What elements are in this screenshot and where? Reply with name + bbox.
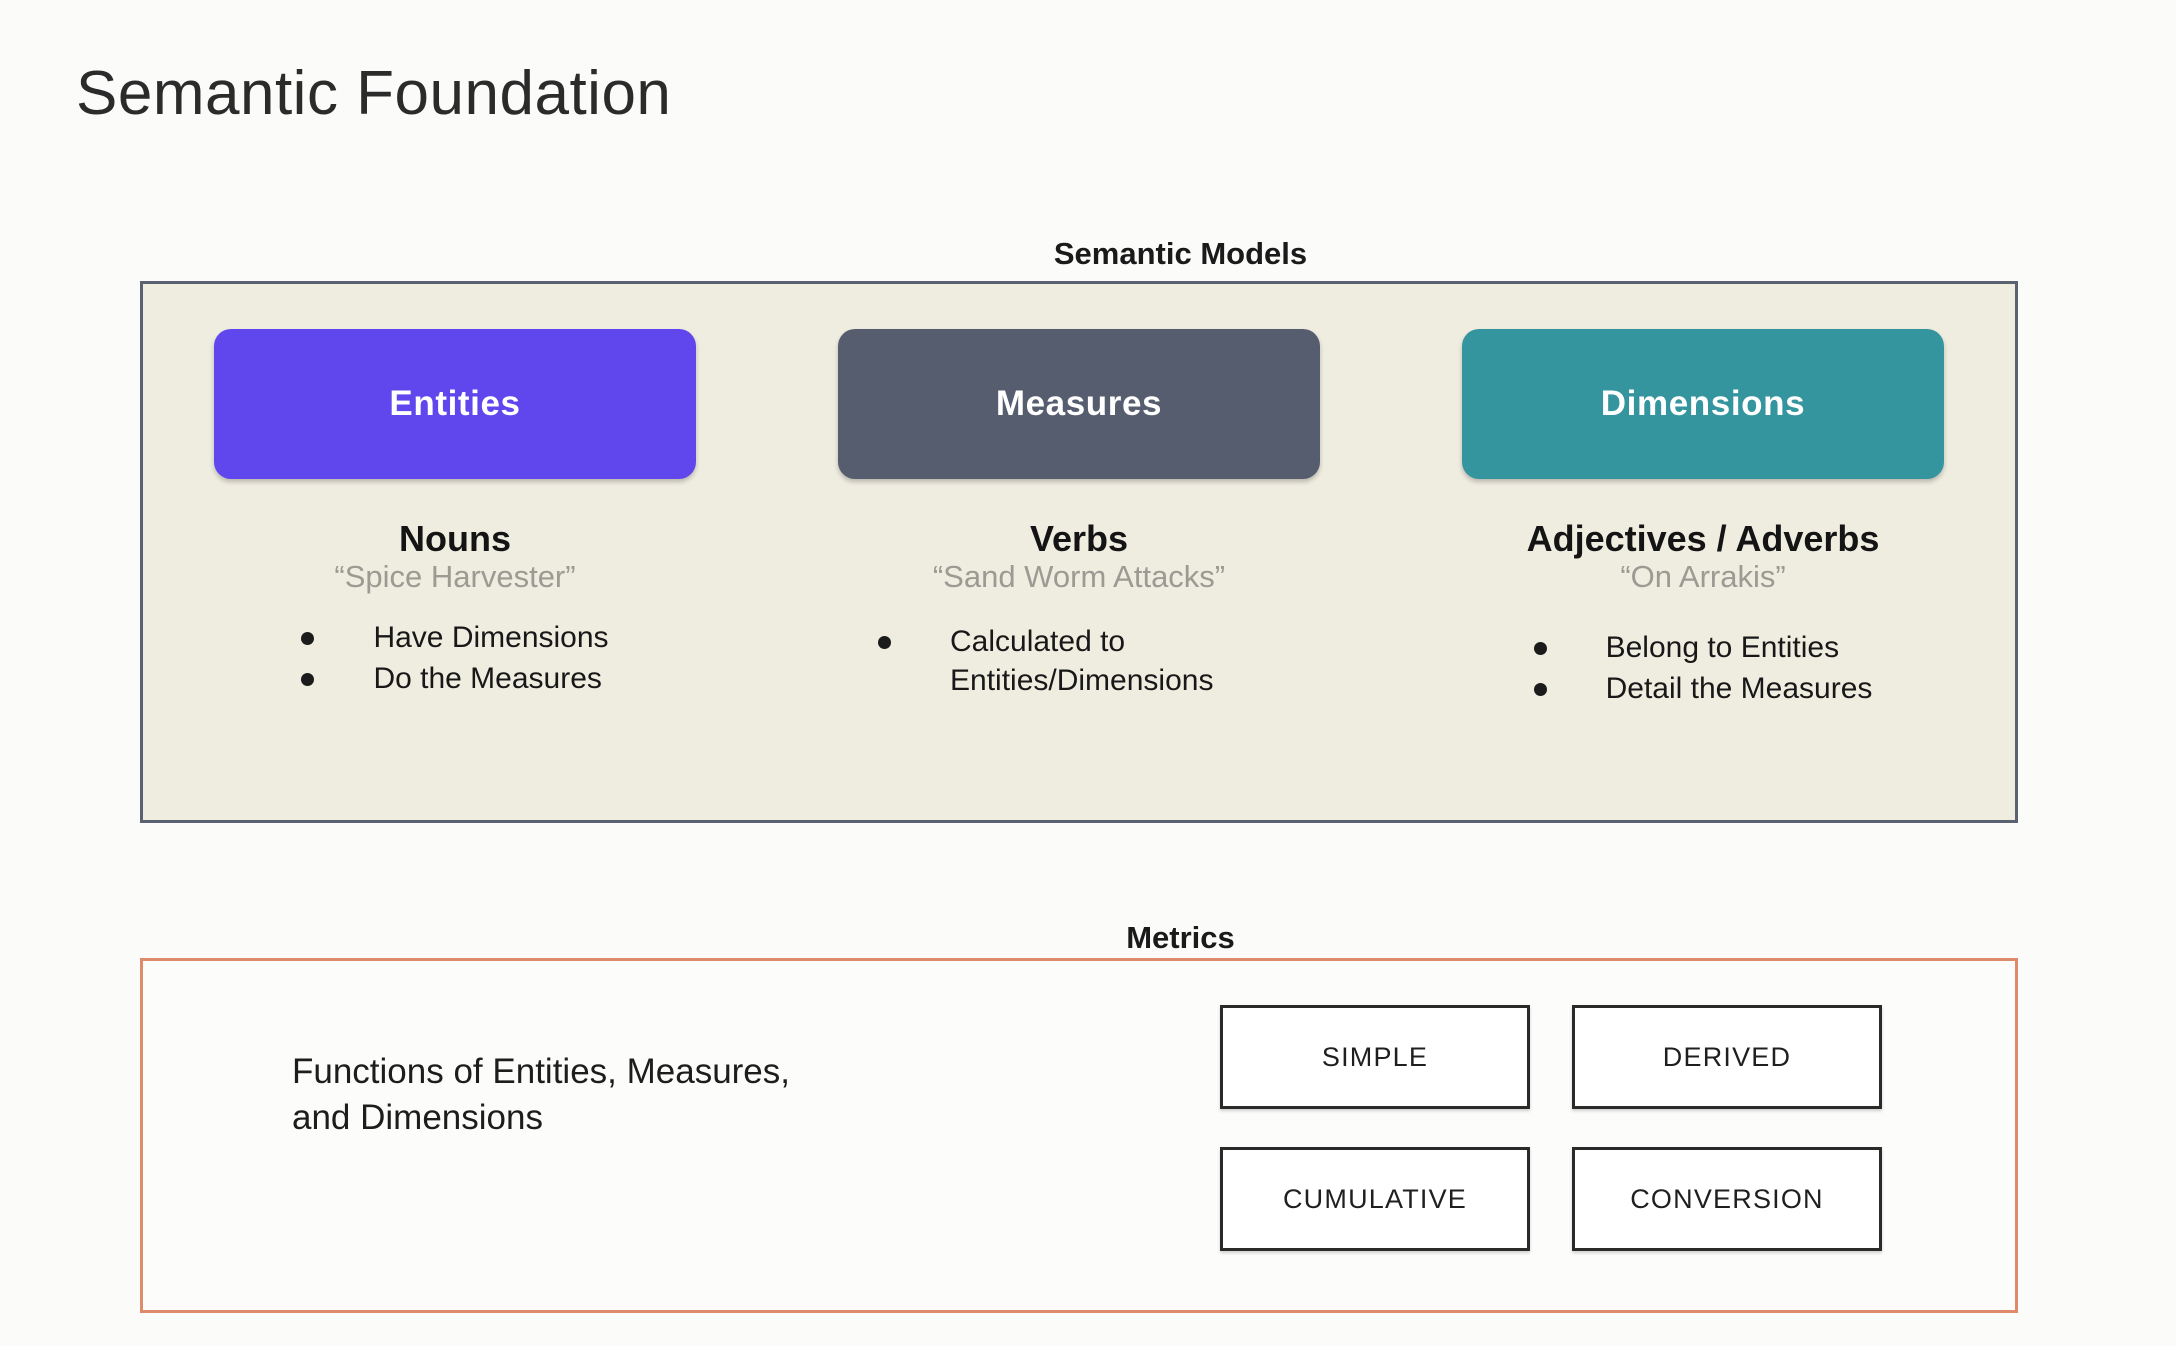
semantic-model-column-measures: Measures Verbs “Sand Worm Attacks” Calcu…	[767, 284, 1391, 820]
measures-example-quote: “Sand Worm Attacks”	[932, 559, 1226, 595]
metrics-description: Functions of Entities, Measures, and Dim…	[292, 1049, 790, 1141]
list-item: Have Dimensions	[301, 618, 609, 657]
measures-bullets-wrap: Calculated to Entities/Dimensions	[878, 620, 1280, 700]
metrics-caption: Metrics	[1126, 920, 1235, 955]
metrics-description-line2: and Dimensions	[292, 1098, 543, 1138]
page-title: Semantic Foundation	[76, 59, 672, 128]
entities-example-quote: “Spice Harvester”	[334, 559, 576, 595]
bullet-text: Belong to Entities	[1605, 630, 1840, 664]
bullet-dot-icon	[1533, 641, 1547, 655]
dimensions-pill[interactable]: Dimensions	[1462, 329, 1944, 479]
bullet-text: Have Dimensions	[373, 620, 609, 654]
semantic-models-panel: Entities Nouns “Spice Harvester” Have Di…	[140, 281, 2018, 823]
dimensions-bullets-wrap: Belong to Entities Detail the Measures	[1533, 626, 1873, 708]
semantic-models-caption: Semantic Models	[1053, 236, 1308, 271]
semantic-model-column-dimensions: Dimensions Adjectives / Adverbs “On Arra…	[1391, 284, 2015, 820]
metric-type-conversion[interactable]: CONVERSION	[1572, 1147, 1882, 1251]
dimensions-bullet-list: Belong to Entities Detail the Measures	[1533, 628, 1873, 708]
entities-part-of-speech: Nouns	[399, 518, 511, 559]
semantic-model-column-entities: Entities Nouns “Spice Harvester” Have Di…	[143, 284, 767, 820]
list-item: Detail the Measures	[1533, 669, 1873, 708]
metric-type-simple[interactable]: SIMPLE	[1220, 1005, 1530, 1109]
bullet-text: Do the Measures	[373, 661, 602, 695]
metric-type-derived[interactable]: DERIVED	[1572, 1005, 1882, 1109]
list-item: Belong to Entities	[1533, 628, 1873, 667]
measures-part-of-speech: Verbs	[1029, 518, 1129, 559]
bullet-text: Detail the Measures	[1605, 671, 1873, 705]
bullet-text: Calculated to Entities/Dimensions	[950, 624, 1214, 697]
dimensions-example-quote: “On Arrakis”	[1620, 559, 1786, 595]
bullet-dot-icon	[301, 672, 315, 686]
metrics-panel: Functions of Entities, Measures, and Dim…	[140, 958, 2018, 1313]
list-item: Do the Measures	[301, 659, 608, 698]
metrics-description-line1: Functions of Entities, Measures,	[292, 1052, 790, 1091]
metric-type-cumulative[interactable]: CUMULATIVE	[1220, 1147, 1530, 1251]
bullet-dot-icon	[301, 631, 315, 645]
metric-type-grid: SIMPLE DERIVED CUMULATIVE CONVERSION	[1220, 1005, 1882, 1251]
semantic-models-columns: Entities Nouns “Spice Harvester” Have Di…	[143, 284, 2015, 820]
measures-pill[interactable]: Measures	[838, 329, 1320, 479]
entities-pill[interactable]: Entities	[214, 329, 696, 479]
entities-bullets-wrap: Have Dimensions Do the Measures	[301, 616, 609, 698]
dimensions-part-of-speech: Adjectives / Adverbs	[1526, 518, 1880, 559]
entities-bullet-list: Have Dimensions Do the Measures	[301, 618, 609, 698]
measures-bullet-list: Calculated to Entities/Dimensions	[878, 622, 1280, 700]
list-item: Calculated to Entities/Dimensions	[878, 622, 1280, 700]
bullet-dot-icon	[878, 635, 891, 649]
bullet-dot-icon	[1533, 682, 1547, 696]
